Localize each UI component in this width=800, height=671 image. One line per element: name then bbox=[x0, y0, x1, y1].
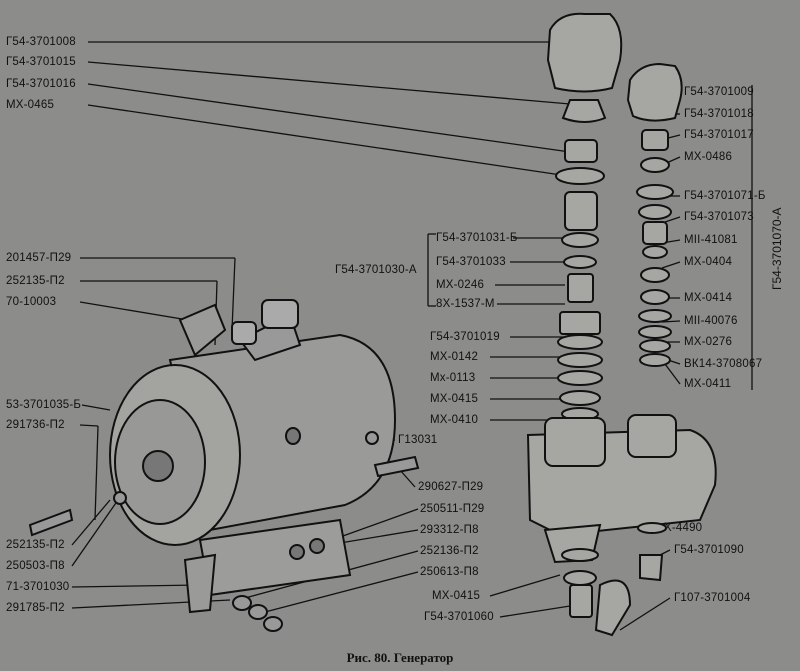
label-mid-2: Г54-3701033 bbox=[436, 256, 506, 268]
label-right-14: Х-4490 bbox=[664, 522, 703, 534]
label-right-5: Г54-3701071-Б bbox=[684, 190, 766, 202]
label-mid-12: 250511-П29 bbox=[420, 503, 485, 515]
label-left-3: Г54-3701016 bbox=[6, 78, 76, 90]
label-mid-16: МХ-0415 bbox=[432, 590, 481, 602]
label-mid-9: МХ-0410 bbox=[430, 414, 479, 426]
label-right-9: МХ-0414 bbox=[684, 292, 733, 304]
label-right-10: МII-40076 bbox=[684, 315, 738, 327]
label-right-1: Г54-3701009 bbox=[684, 86, 754, 98]
label-mid-4: 8Х-1537-М bbox=[436, 298, 495, 310]
label-right-4: МХ-0486 bbox=[684, 151, 733, 163]
label-right-6: Г54-3701073 bbox=[684, 211, 754, 223]
label-mid-14: 252136-П2 bbox=[420, 545, 479, 557]
label-mid-10: Г13031 bbox=[398, 434, 438, 446]
label-right-8: МХ-0404 bbox=[684, 256, 733, 268]
label-right-7: МII-41081 bbox=[684, 234, 738, 246]
label-mid-7: Мх-0113 bbox=[430, 372, 476, 384]
label-left-9: 291736-П2 bbox=[6, 419, 65, 431]
label-right-16: Г107-3701004 bbox=[674, 592, 751, 604]
label-left-4: МХ-0465 bbox=[6, 99, 55, 111]
label-mid-13: 293312-П8 bbox=[420, 524, 479, 536]
label-left-8: 53-3701035-Б bbox=[6, 399, 82, 411]
label-mid-11: 290627-П29 bbox=[418, 481, 484, 493]
label-left-7: 70-10003 bbox=[6, 296, 57, 308]
label-right-2: Г54-3701018 bbox=[684, 108, 754, 120]
label-mid-6: МХ-0142 bbox=[430, 351, 479, 363]
label-mid-1: Г54-3701031-Б bbox=[436, 232, 518, 244]
label-right-13: МХ-0411 bbox=[684, 378, 732, 390]
label-left-12: 71-3701030 bbox=[6, 581, 70, 593]
label-mid-15: 250613-П8 bbox=[420, 566, 479, 578]
label-right-15: Г54-3701090 bbox=[674, 544, 744, 556]
label-right-11: МХ-0276 bbox=[684, 336, 733, 348]
label-left-10: 252135-П2 bbox=[6, 539, 65, 551]
label-left-13: 291785-П2 bbox=[6, 602, 65, 614]
label-left-11: 250503-П8 bbox=[6, 560, 65, 572]
label-left-6: 252135-П2 bbox=[6, 275, 65, 287]
assembly-label: Г54-3701030-А bbox=[335, 264, 417, 276]
label-left-5: 201457-П29 bbox=[6, 252, 72, 264]
label-mid-17: Г54-3701060 bbox=[424, 611, 494, 623]
label-mid-3: МХ-0246 bbox=[436, 279, 485, 291]
label-right-12: ВК14-3708067 bbox=[684, 358, 763, 370]
label-left-2: Г54-3701015 bbox=[6, 56, 76, 68]
label-mid-5: Г54-3701019 bbox=[430, 331, 500, 343]
label-mid-8: МХ-0415 bbox=[430, 393, 479, 405]
label-right-3: Г54-3701017 bbox=[684, 129, 754, 141]
label-left-1: Г54-3701008 bbox=[6, 36, 76, 48]
group-label-vertical: Г54-3701070-А bbox=[770, 207, 784, 290]
figure-caption: Рис. 80. Генератор bbox=[346, 650, 454, 665]
